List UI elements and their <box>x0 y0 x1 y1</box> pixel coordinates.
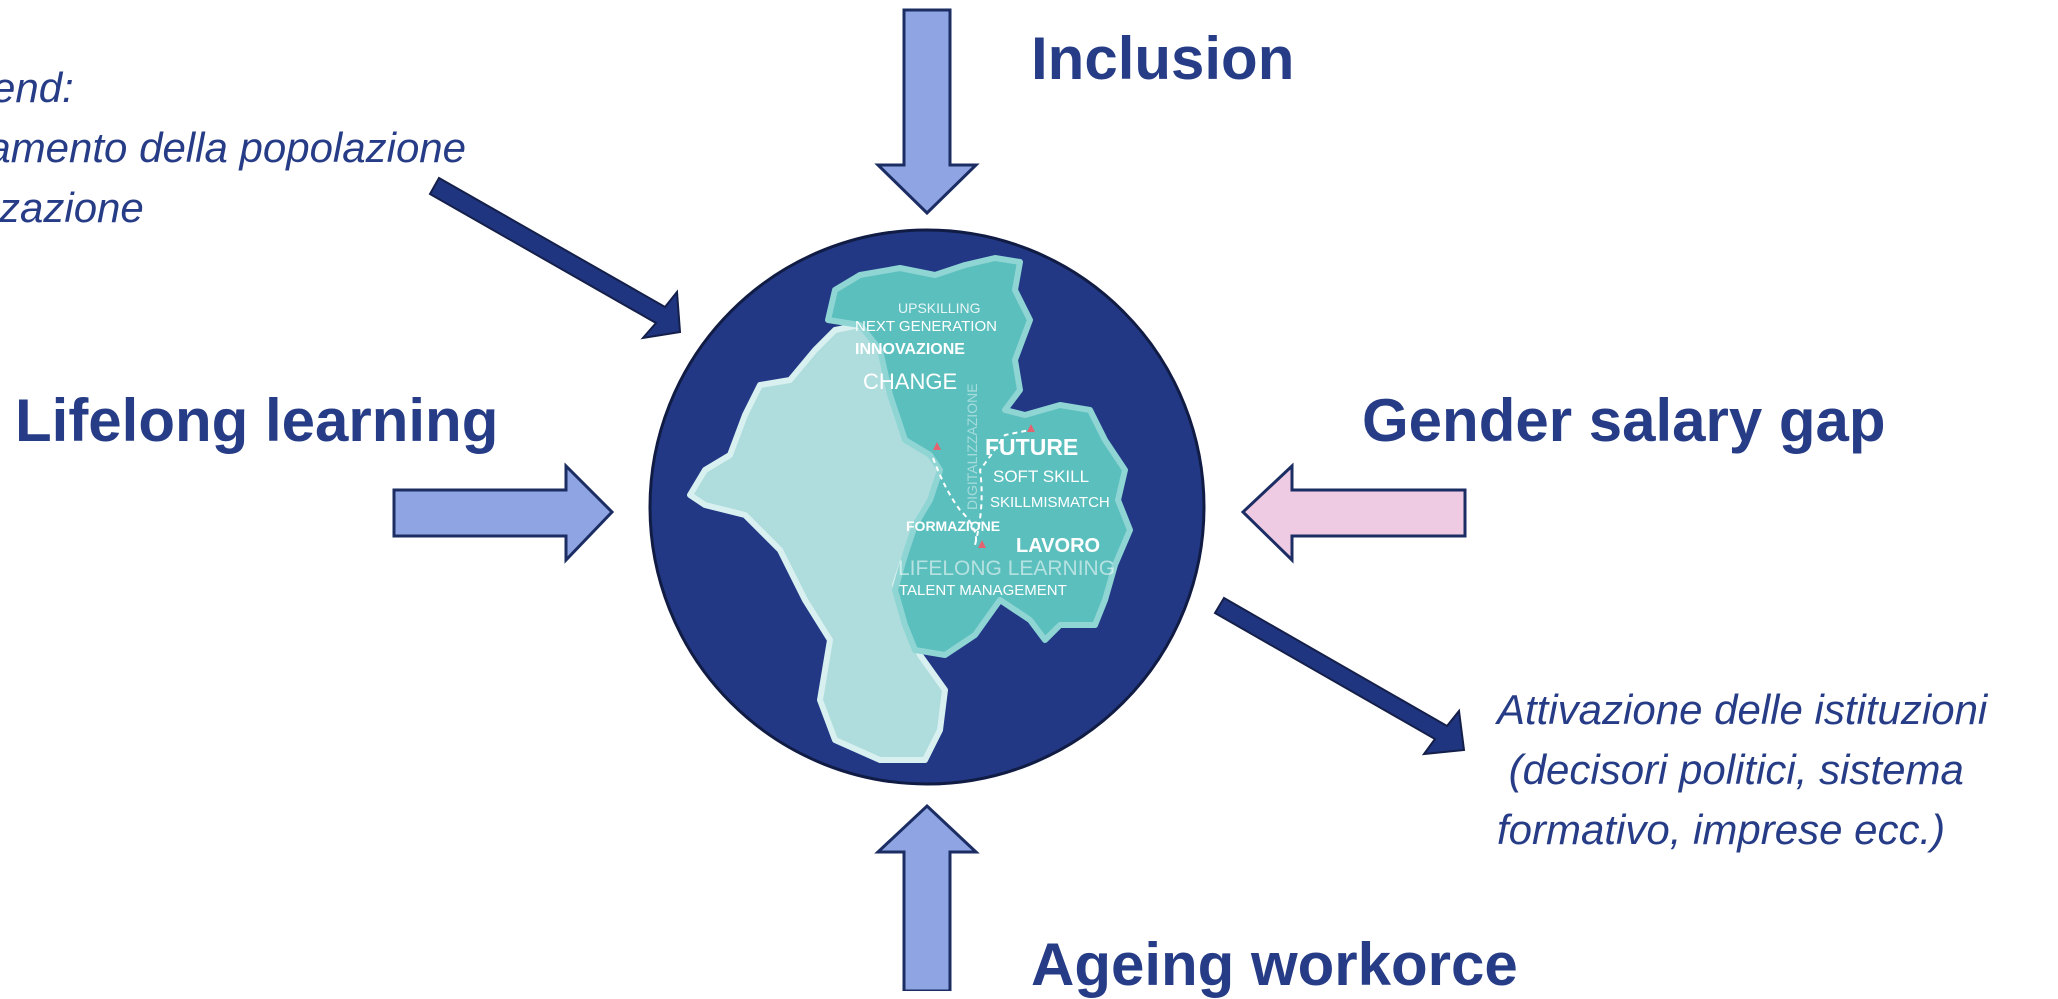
label-ageing-workforce: Ageing workorce <box>1031 931 1518 998</box>
map-word-next-generation: NEXT GENERATION <box>855 318 997 335</box>
trend-text-line: iamento della popolazione <box>0 124 467 171</box>
arrow-left-icon <box>1240 462 1467 564</box>
activation-text-line: formativo, imprese ecc.) <box>1497 806 1946 853</box>
map-word-upskilling: UPSKILLING <box>898 300 980 316</box>
trend-text-line: rend: <box>0 64 74 111</box>
map-word-skillmismatch: SKILLMISMATCH <box>990 494 1110 511</box>
arrow-right-icon <box>392 462 615 564</box>
activation-text-block: Attivazione delle istituzioni (decisori … <box>1497 680 1987 860</box>
trend-text-line: zzazione <box>0 184 144 231</box>
map-word-future: FUTURE <box>985 434 1078 460</box>
map-word-digitalizzazione: DIGITALIZZAZIONE <box>964 383 980 510</box>
arrow-up-icon <box>874 803 980 991</box>
arrow-diagonal-in-icon <box>428 176 682 340</box>
activation-text-line: Attivazione delle istituzioni <box>1497 686 1988 733</box>
map-illustration: UPSKILLING NEXT GENERATION INNOVAZIONE C… <box>687 255 1133 763</box>
map-route-line <box>932 429 1031 546</box>
activation-text-line: (decisori politici, sistema <box>1497 746 1964 793</box>
map-word-innovazione: INNOVAZIONE <box>855 341 965 358</box>
map-marker-icon <box>978 540 986 548</box>
trend-text-block: rend: iamento della popolazione zzazione <box>0 58 466 238</box>
label-gender-salary-gap: Gender salary gap <box>1362 387 1886 454</box>
map-marker-icon <box>1027 424 1035 432</box>
label-lifelong-learning: Lifelong learning <box>15 387 499 454</box>
map-word-formazione: FORMAZIONE <box>906 518 1000 534</box>
map-word-lavoro: LAVORO <box>1016 535 1100 557</box>
map-marker-icon <box>933 442 941 450</box>
map-word-soft-skill: SOFT SKILL <box>993 467 1089 486</box>
arrow-down-icon <box>874 8 980 216</box>
map-word-lifelong-learning: LIFELONG LEARNING <box>898 557 1115 580</box>
map-word-change: CHANGE <box>863 369 957 394</box>
map-east-region <box>825 255 1133 658</box>
map-word-talent-management: TALENT MANAGEMENT <box>899 582 1067 599</box>
arrow-diagonal-out-icon <box>1213 596 1466 756</box>
label-inclusion: Inclusion <box>1031 25 1295 92</box>
